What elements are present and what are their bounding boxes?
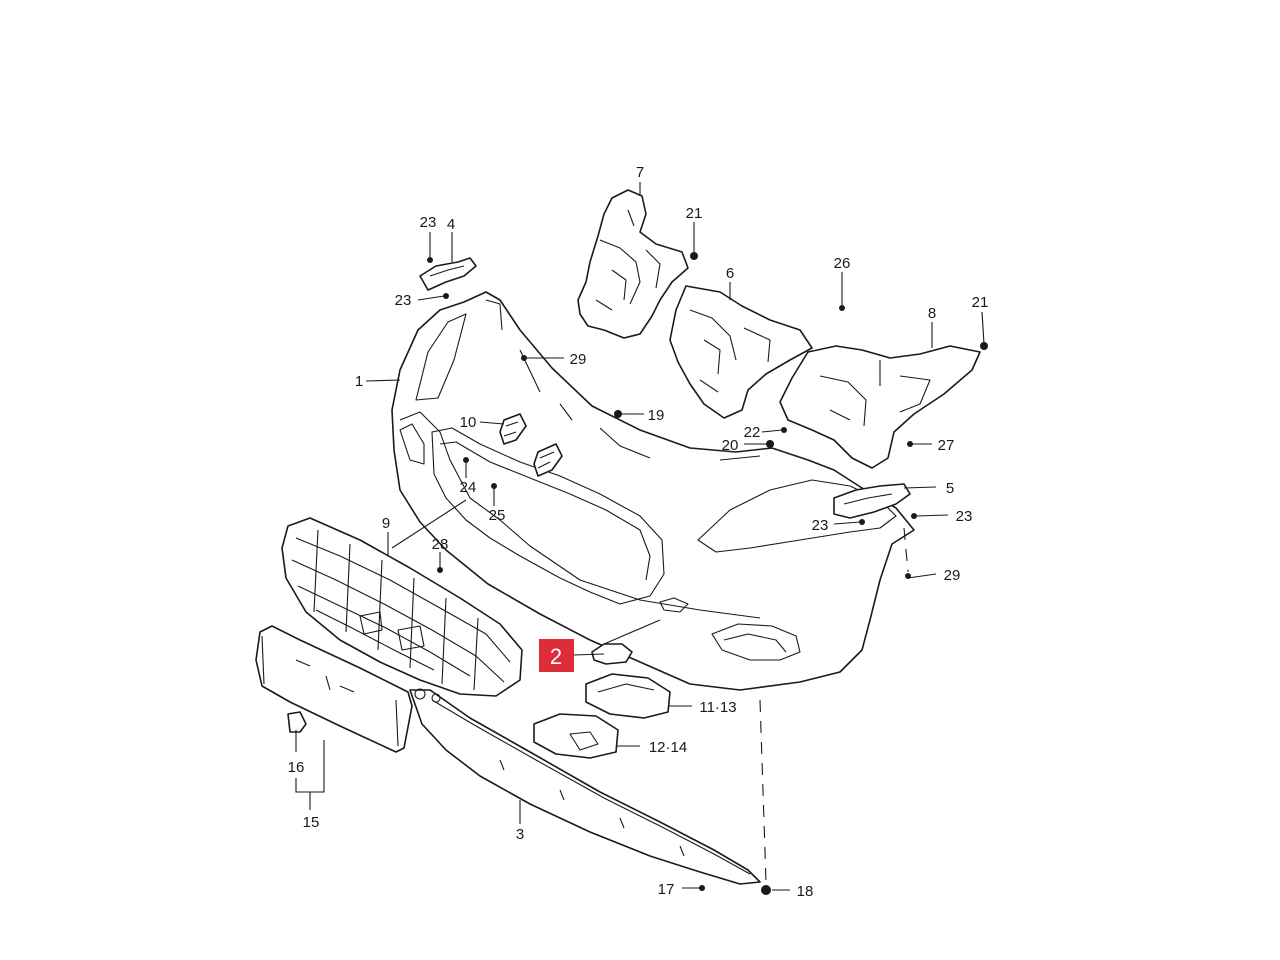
part-12-14-fog-cover [533, 713, 619, 759]
part-2-tow-hook-cover [591, 643, 633, 665]
callout-26: 26 [834, 255, 851, 272]
part-4-side-bracket [419, 257, 477, 291]
part-5-side-bracket [833, 483, 911, 519]
callout-7: 7 [636, 164, 644, 181]
part-6-center-bracket [669, 285, 813, 419]
part-9-grille [281, 517, 523, 697]
callout-18: 18 [797, 883, 814, 900]
callout-21-right: 21 [972, 294, 989, 311]
callout-15: 15 [303, 814, 320, 831]
fasteners [427, 252, 988, 895]
part-11-13-fog-cover [585, 673, 671, 719]
highlight-box [539, 639, 574, 672]
callout-29-right: 29 [944, 567, 961, 584]
callout-21-top: 21 [686, 205, 703, 222]
callout-4: 4 [447, 216, 455, 233]
callout-5: 5 [946, 480, 954, 497]
callout-23-mid: 23 [812, 517, 829, 534]
part-7-upper-bracket [577, 189, 689, 339]
callout-9: 9 [382, 515, 390, 532]
callout-23-left: 23 [395, 292, 412, 309]
callout-1: 1 [355, 373, 363, 390]
part-8-right-bracket [779, 345, 981, 469]
callout-24: 24 [460, 479, 477, 496]
callout-16: 16 [288, 759, 305, 776]
callout-3: 3 [516, 826, 524, 843]
grille-opening-frame [431, 427, 665, 605]
callout-28: 28 [432, 536, 449, 553]
part-15-plate-bracket [255, 625, 413, 753]
callout-23-top: 23 [420, 214, 437, 231]
callout-27: 27 [938, 437, 955, 454]
callout-12-14: 12·14 [649, 739, 687, 756]
callout-10: 10 [460, 414, 477, 431]
callout-19: 19 [648, 407, 665, 424]
callout-6: 6 [726, 265, 734, 282]
part-3-lower-spoiler [409, 688, 761, 885]
highlight-label: 2 [550, 644, 562, 669]
callout-23-right: 23 [956, 508, 973, 525]
callout-17: 17 [658, 881, 675, 898]
callout-8: 8 [928, 305, 936, 322]
callout-labels: 7 21 6 26 8 21 23 4 23 1 29 10 19 22 20 … [288, 164, 989, 900]
callout-11-13: 11·13 [699, 699, 736, 716]
callout-29-top: 29 [570, 351, 587, 368]
leader-lines [295, 182, 985, 891]
part-10-emblem [499, 413, 527, 445]
part-1-bumper-cover [391, 291, 915, 691]
part-16-clip [287, 711, 307, 733]
callout-25: 25 [489, 507, 506, 524]
callout-22: 22 [744, 424, 761, 441]
callout-20: 20 [722, 437, 739, 454]
badge-emblem [533, 443, 563, 477]
